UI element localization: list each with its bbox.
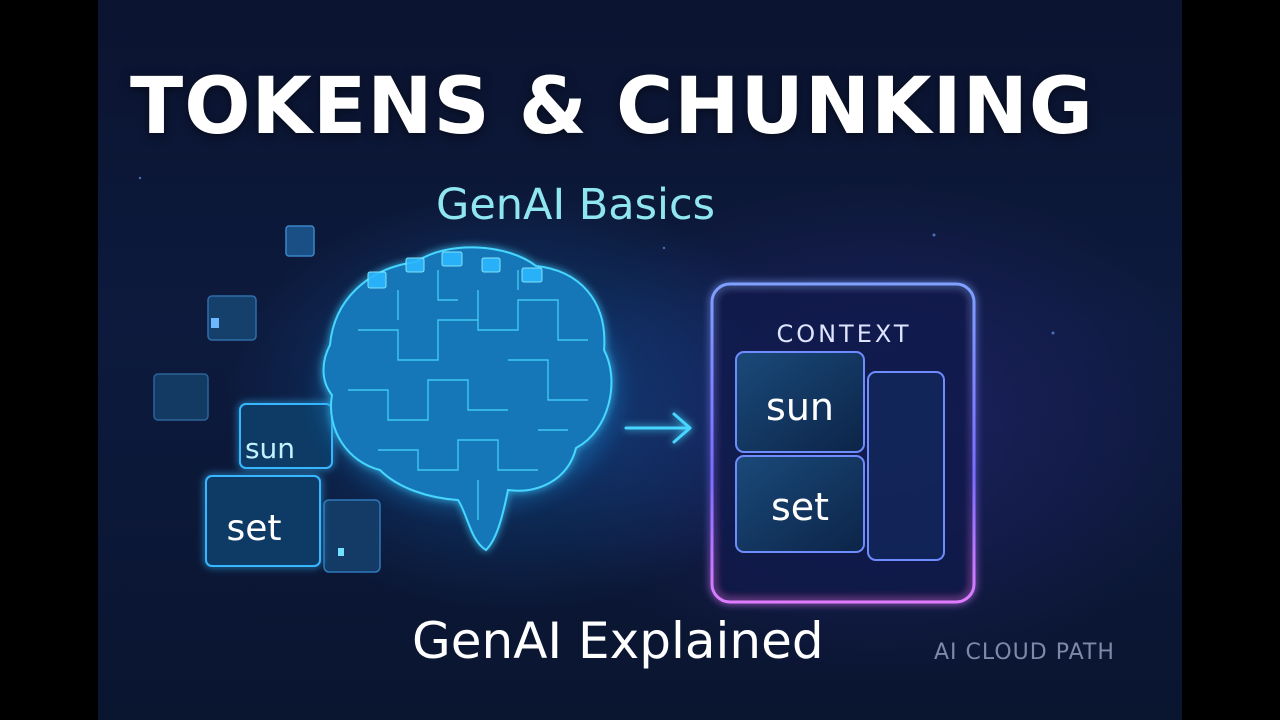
illustration: sun set	[138, 176, 1055, 604]
arrow-right-icon	[624, 412, 692, 444]
cube-icon	[323, 499, 381, 573]
cube-icon	[207, 295, 257, 341]
token-block-set: set	[205, 475, 321, 567]
token-label-sun: sun	[245, 432, 295, 465]
thumbnail-canvas: sun set	[98, 0, 1182, 720]
context-token-set: set	[771, 485, 829, 529]
footer-title: GenAI Explained	[412, 612, 824, 670]
brand-watermark: AI CLOUD PATH	[934, 640, 1115, 665]
subtitle: GenAI Basics	[436, 180, 716, 230]
context-label: CONTEXT	[776, 320, 911, 348]
context-empty-slot	[867, 371, 945, 561]
cube-icon	[285, 225, 315, 257]
token-block-sun: sun	[239, 403, 333, 469]
cube-icon	[153, 373, 209, 421]
page-title: TOKENS & CHUNKING	[130, 62, 1094, 152]
token-label-set: set	[226, 508, 281, 549]
context-panel: CONTEXT sun set	[710, 282, 976, 604]
brain-icon	[320, 246, 620, 552]
sparkles	[138, 176, 1055, 335]
context-token-sun: sun	[766, 385, 834, 429]
